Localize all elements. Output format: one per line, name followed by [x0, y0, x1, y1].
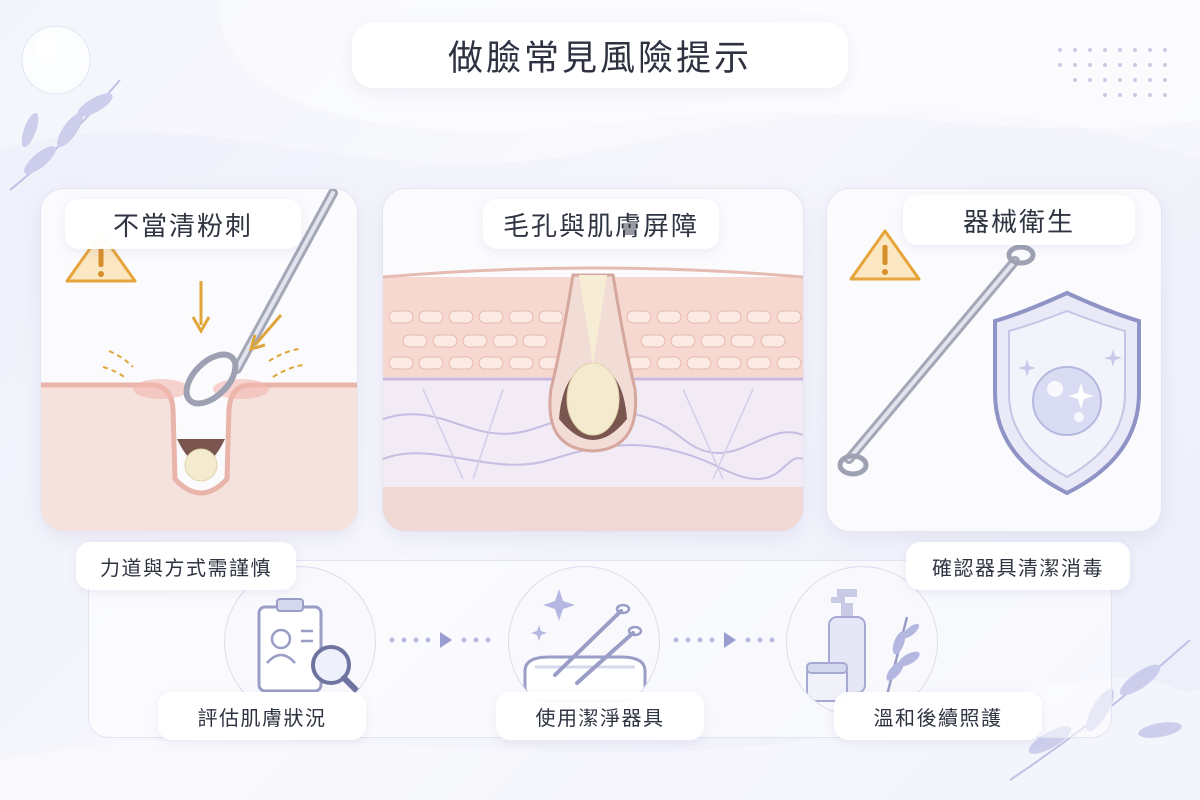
step-label-assess-skin: 評估肌膚狀況	[158, 692, 366, 740]
arrow-icon	[389, 632, 491, 648]
skin-cross-section-illustration	[383, 266, 803, 531]
aftercare-icon	[806, 589, 920, 702]
step-label-clean-tools: 使用潔淨器具	[496, 692, 704, 740]
caption-careful-force: 力道與方式需謹慎	[76, 542, 296, 590]
arrow-icon	[673, 632, 775, 648]
extraction-illustration	[41, 189, 357, 531]
hygiene-illustration	[837, 244, 1141, 496]
warning-icon	[65, 231, 137, 283]
page-title: 做臉常見風險提示	[447, 38, 752, 79]
panel-label-instrument-hygiene: 器械衛生	[903, 195, 1135, 245]
skin-assessment-icon	[257, 598, 362, 696]
panel-pore-skin-barrier: 毛孔與肌膚屏障	[382, 188, 804, 532]
panel-label-improper-extraction: 不當清粉刺	[65, 199, 301, 249]
panel-label-pore-skin-barrier: 毛孔與肌膚屏障	[483, 199, 719, 249]
title-banner: 做臉常見風險提示	[352, 22, 848, 88]
panel-improper-extraction: 不當清粉刺	[40, 188, 358, 532]
clean-tools-icon	[523, 589, 647, 703]
warning-icon	[849, 229, 921, 281]
step-label-aftercare: 溫和後續照護	[834, 692, 1042, 740]
caption-confirm-disinfection: 確認器具清潔消毒	[906, 542, 1130, 590]
panel-instrument-hygiene: 器械衛生	[826, 188, 1162, 532]
